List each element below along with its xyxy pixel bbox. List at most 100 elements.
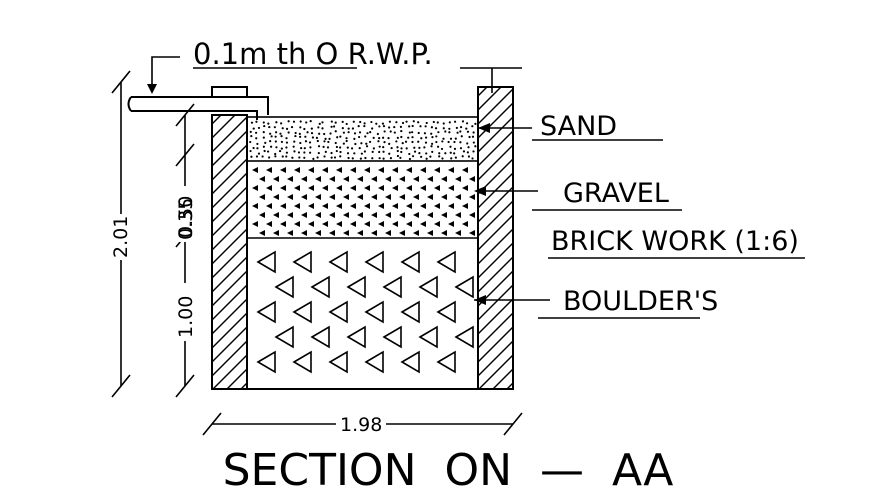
sand-dot (472, 150, 475, 153)
gravel-chip (469, 194, 475, 200)
sand-dot (430, 126, 434, 129)
sand-dot (268, 156, 271, 159)
sand-dot (299, 126, 302, 129)
gravel-chip (427, 212, 433, 218)
sand-dot (462, 150, 466, 153)
sand-dot (375, 122, 378, 125)
sand-dot (280, 147, 283, 150)
boulder-triangle (364, 250, 384, 274)
sand-dot (335, 145, 338, 149)
sand-dot (312, 157, 315, 160)
sand-dot (420, 155, 423, 158)
sand-dot (255, 120, 258, 123)
gravel-chip (441, 194, 447, 200)
sand-dot (376, 132, 379, 136)
sand-dot (324, 150, 327, 154)
right-brick-wall (477, 86, 514, 390)
sand-label: SAND (540, 111, 617, 142)
sand-dot (381, 122, 385, 125)
sand-dot (372, 136, 375, 139)
gravel-chip (322, 185, 328, 191)
gravel-chip (427, 194, 433, 200)
gravel-chip (441, 212, 447, 218)
sand-dot (388, 142, 391, 145)
sand-dot (396, 136, 399, 139)
gravel-chip (455, 176, 461, 182)
sand-dot (471, 125, 474, 128)
gravel-chip (371, 176, 377, 182)
gravel-chip (329, 176, 335, 182)
sand-dot (299, 141, 302, 145)
sand-dot (423, 132, 427, 135)
gravel-chip (252, 203, 258, 209)
sand-dot (304, 135, 307, 138)
sand-dot (300, 146, 303, 150)
sand-gravel-dim-a: 0.50 (175, 196, 197, 238)
sand-dot (321, 127, 324, 130)
gravel-chip (308, 221, 314, 227)
sand-dot (378, 145, 381, 148)
sand-dot (371, 127, 374, 130)
gravel-chip (399, 212, 405, 218)
sand-dot (437, 131, 440, 134)
gravel-chip (343, 212, 349, 218)
gravel-chip (308, 203, 314, 209)
gravel-chip (280, 203, 286, 209)
sand-dot (364, 135, 367, 138)
boulder-triangle (400, 250, 420, 274)
sand-dot (365, 145, 369, 148)
sand-dot (268, 125, 271, 129)
gravel-chip (441, 176, 447, 182)
sand-dot (333, 156, 337, 159)
sand-dot (335, 149, 338, 153)
boulder-triangle (400, 350, 420, 374)
gravel-chip (378, 221, 384, 227)
sand-dot (353, 132, 357, 135)
sand-dot (351, 127, 355, 130)
sand-dot (424, 141, 428, 144)
sand-dot (429, 155, 432, 158)
boulder-triangle (292, 250, 312, 274)
sand-dot (303, 127, 306, 131)
gravel-chip (336, 221, 342, 227)
sand-dot (292, 120, 296, 123)
sand-dot (441, 140, 444, 143)
sand-dot (330, 125, 333, 128)
gravel-chip (434, 221, 440, 227)
sand-dot (444, 152, 447, 155)
sand-dot (317, 145, 321, 148)
gravel-chip (336, 167, 342, 173)
sand-dot (311, 136, 315, 139)
gravel-chip (364, 185, 370, 191)
sand-dot (423, 146, 426, 149)
gravel-chip (294, 221, 300, 227)
sand-dot (425, 157, 428, 160)
sand-dot (372, 147, 375, 150)
sand-dot (436, 121, 439, 124)
sand-layer (249, 120, 477, 161)
sand-dot (442, 122, 445, 125)
sand-dot (411, 136, 414, 139)
sand-dot (255, 131, 258, 134)
sand-dot (250, 134, 253, 138)
gravel-label: GRAVEL (563, 178, 669, 209)
gravel-chip (427, 176, 433, 182)
sand-dot (408, 131, 411, 134)
sand-dot (351, 157, 354, 160)
sand-dot (278, 149, 282, 153)
sand-dot (459, 125, 463, 129)
sand-dot (252, 146, 255, 150)
boulder-triangle (328, 250, 348, 274)
gravel-chip (406, 203, 412, 209)
gravel-chip (315, 230, 321, 236)
sand-dot (378, 157, 381, 160)
gravel-chip (315, 194, 321, 200)
gravel-chip (399, 230, 405, 236)
sand-dot (371, 157, 374, 160)
sand-dot (431, 136, 434, 139)
gravel-chip (392, 167, 398, 173)
gravel-chip (469, 212, 475, 218)
sand-dot (249, 140, 252, 144)
boulder-triangle (436, 300, 456, 324)
sand-dot (454, 156, 457, 159)
